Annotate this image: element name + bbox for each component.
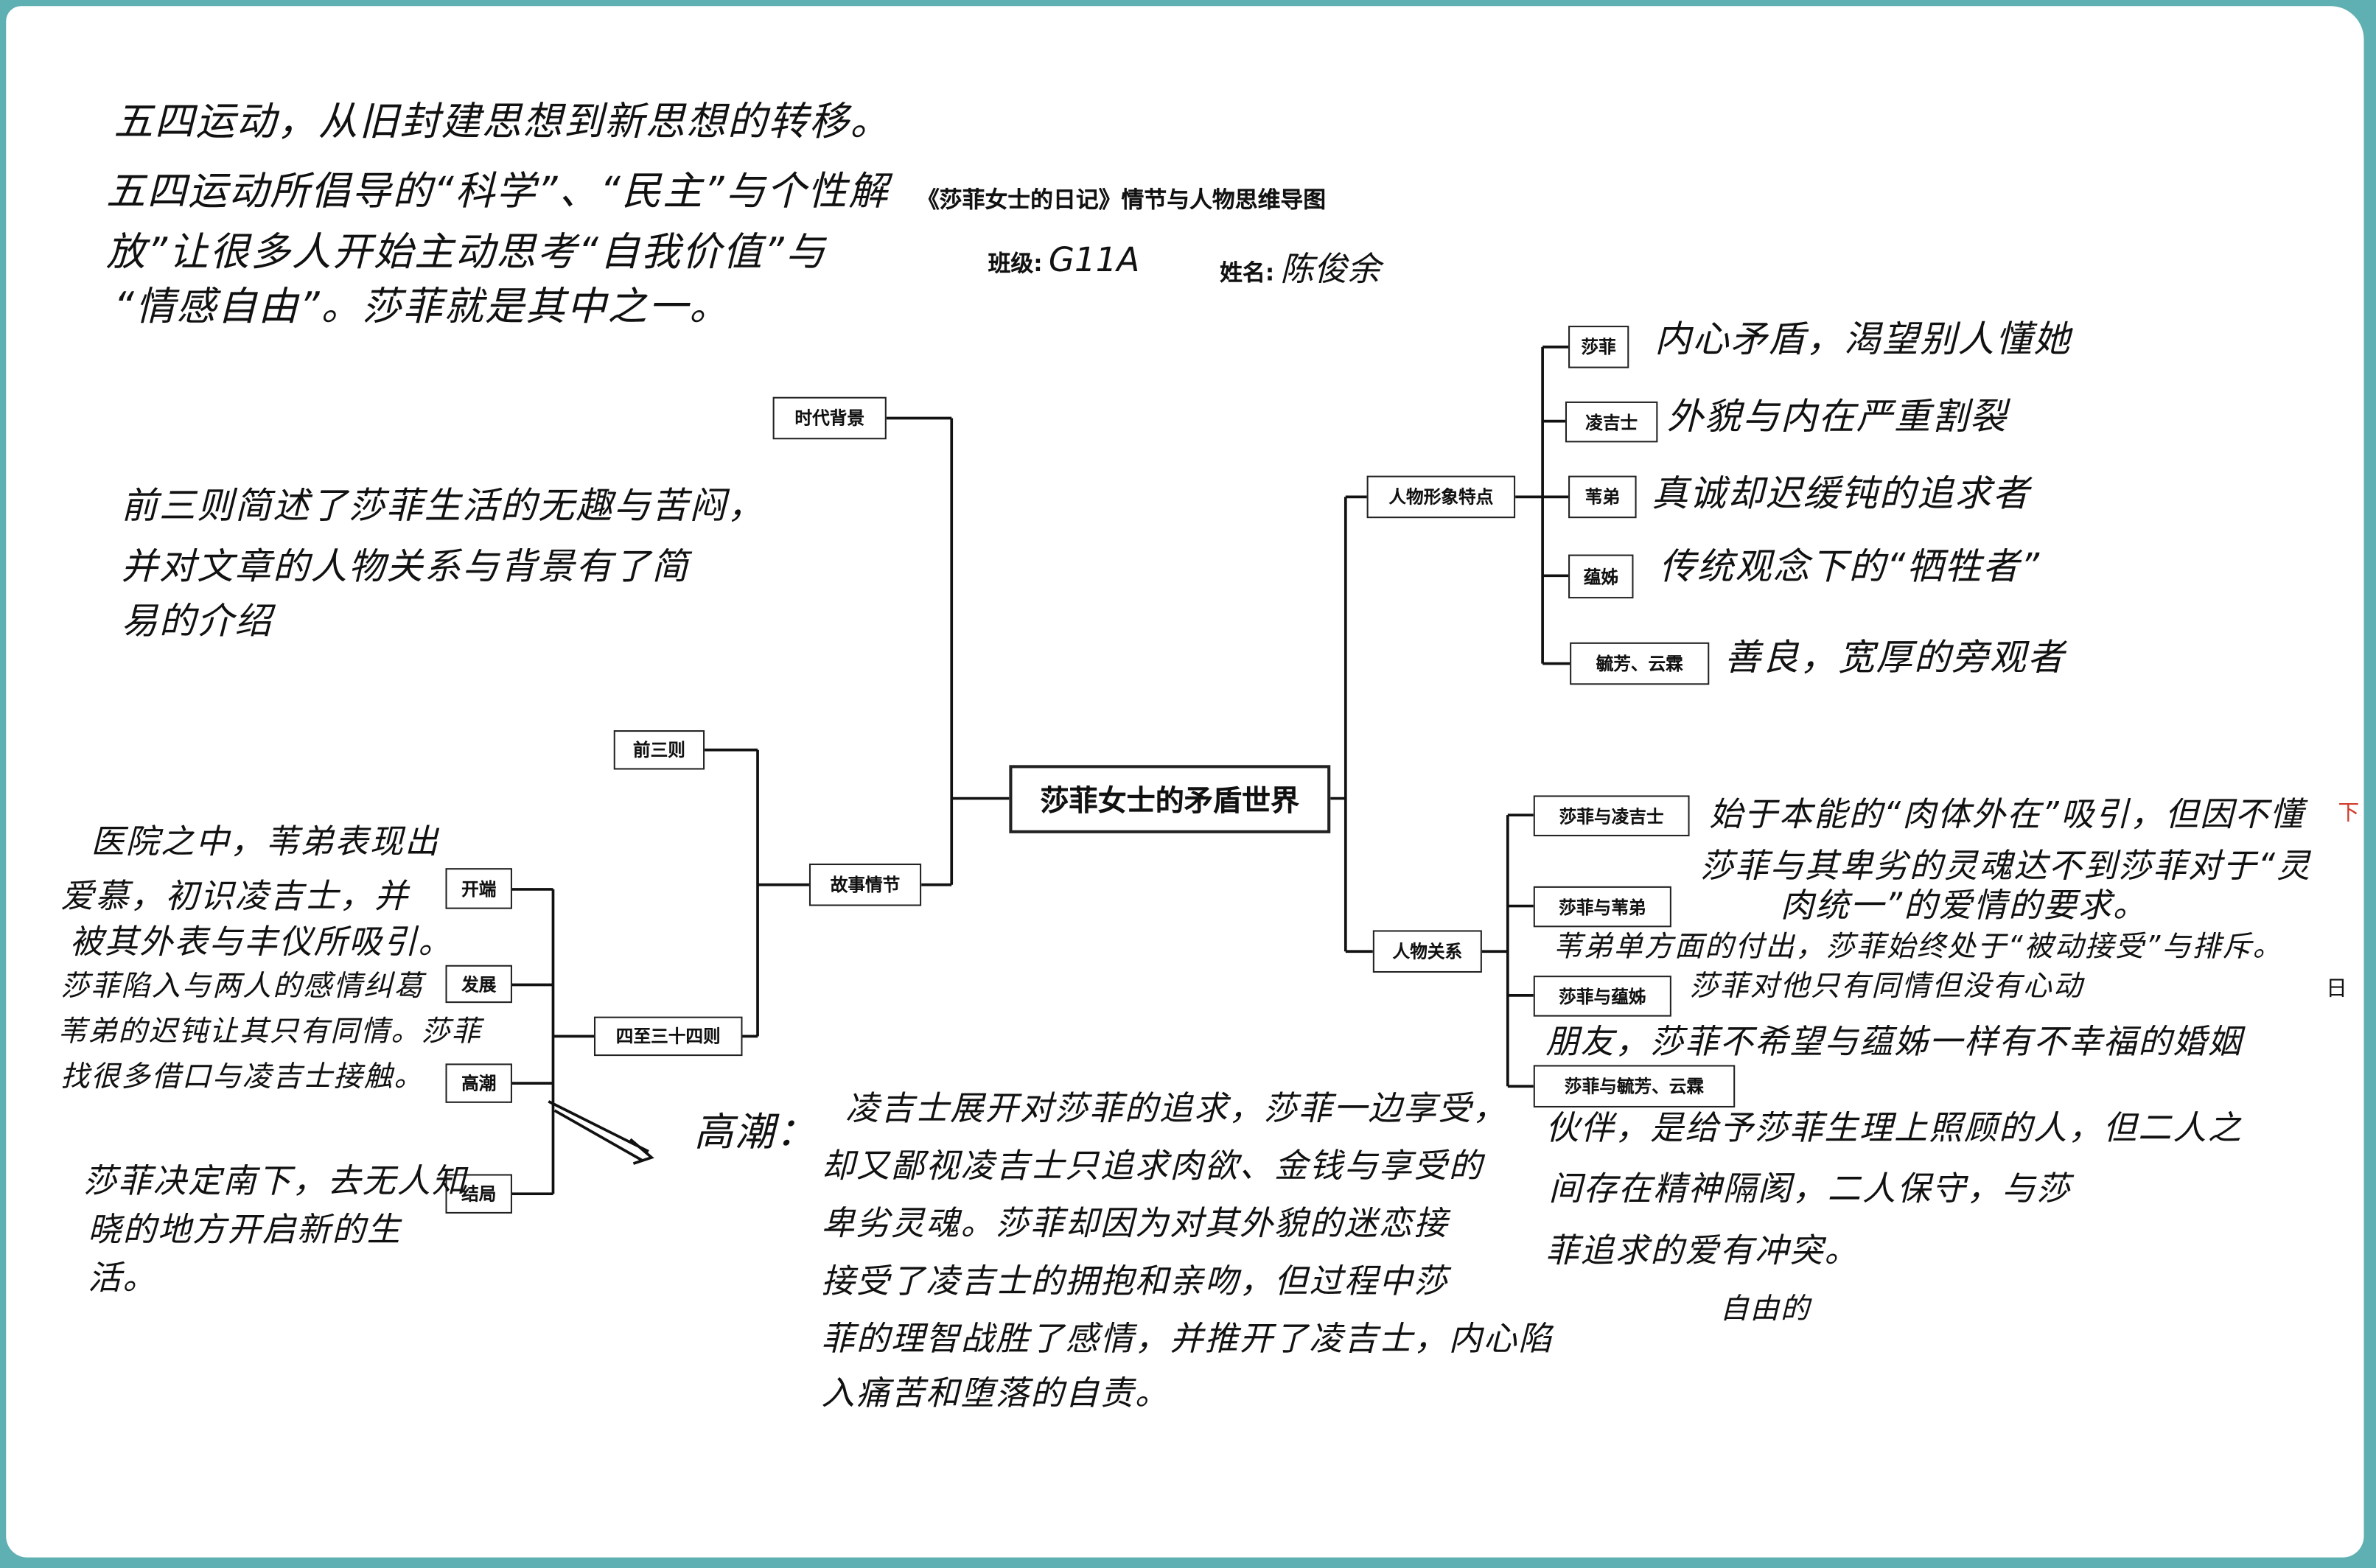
note-rel-ling: 莎菲与其卑劣的灵魂达不到莎菲对于“灵 xyxy=(1699,848,2312,886)
note-beginning: 被其外表与丰仪所吸引。 xyxy=(69,924,453,962)
note-climax: 菲的理智战胜了感情，并推开了凌吉士，内心陷 xyxy=(821,1320,1554,1359)
node-stage-ending: 结局 xyxy=(445,1174,512,1214)
note-ending: 莎菲决定南下，去无人知 xyxy=(83,1163,467,1202)
node-char-yufang-yunlin: 毓芳、云霖 xyxy=(1570,642,1710,685)
center-node: 莎菲女士的矛盾世界 xyxy=(1009,765,1331,833)
note-beginning: 医院之中，苇弟表现出 xyxy=(91,824,440,862)
node-stage-climax: 高潮 xyxy=(445,1063,512,1103)
node-traits: 人物形象特点 xyxy=(1366,475,1516,519)
note-climax-label: 高潮： xyxy=(693,1110,817,1156)
intro-line: 放”让很多人开始主动思考“自我价值”与 xyxy=(105,230,827,276)
note-climax: 卑劣灵魂。莎菲却因为对其外貌的迷恋接 xyxy=(821,1205,1449,1245)
node-rel-yun: 莎菲与蕴姊 xyxy=(1533,976,1671,1017)
note-first-three: 前三则简述了莎菲生活的无趣与苦闷， xyxy=(121,484,766,528)
arrow-climax xyxy=(548,1100,654,1165)
note-ending: 晓的地方开启新的生 xyxy=(88,1211,402,1250)
connector-stages xyxy=(511,888,594,1196)
node-plot: 故事情节 xyxy=(808,863,922,906)
node-rel-wei: 莎菲与苇弟 xyxy=(1533,886,1671,928)
name-value: 陈俊余 xyxy=(1280,251,1381,290)
name-label: 姓名: xyxy=(1220,259,1275,287)
connector-traits xyxy=(1515,345,1570,665)
note-rel-ling: 肉统一”的爱情的要求。 xyxy=(1780,887,2148,926)
note-rel-yu: 间存在精神隔阂，二人保守，与莎 xyxy=(1548,1171,2072,1209)
node-stage-development: 发展 xyxy=(445,965,512,1004)
note-development: 莎菲陷入与两人的感情纠葛 xyxy=(60,969,424,1004)
note-rel-yu-insert: 自由的 xyxy=(1719,1292,1811,1326)
note-development: 苇弟的迟钝让其只有同情。莎菲 xyxy=(57,1015,482,1049)
node-four-to-34: 四至三十四则 xyxy=(593,1016,743,1057)
note-first-three: 易的介绍 xyxy=(121,600,273,643)
note-beginning: 爱慕，初识凌吉士，并 xyxy=(60,878,410,917)
note-char-weidi: 真诚却迟缓钝的追求者 xyxy=(1652,472,2031,516)
class-field: 班级:G11A xyxy=(988,242,1140,280)
note-char-yunzi: 传统观念下的“牺牲者” xyxy=(1659,545,2041,588)
note-rel-yu: 伙伴，是给予莎菲生理上照顾的人，但二人之 xyxy=(1545,1110,2243,1149)
node-char-shafei: 莎菲 xyxy=(1568,326,1629,368)
note-char-yufang: 善良，宽厚的旁观者 xyxy=(1724,636,2066,679)
note-rel-yu: 菲追求的爱有冲突。 xyxy=(1545,1233,1859,1272)
note-first-three: 并对文章的人物关系与背景有了简 xyxy=(121,545,690,588)
note-climax: 却又鄙视凌吉士只追求肉欲、金钱与享受的 xyxy=(821,1148,1484,1186)
note-climax: 接受了凌吉士的拥抱和亲吻，但过程中莎 xyxy=(821,1263,1449,1302)
note-development: 找很多借口与凌吉士接触。 xyxy=(60,1060,424,1094)
connector-center-left xyxy=(886,416,1010,886)
note-char-lingjishi: 外貌与内在严重割裂 xyxy=(1666,395,2008,438)
intro-line: 五四运动所倡导的“科学”、“民主”与个性解 xyxy=(105,169,890,215)
node-char-lingjishi: 凌吉士 xyxy=(1565,401,1658,443)
note-climax: 凌吉士展开对莎菲的追求，莎菲一边享受， xyxy=(845,1091,1508,1129)
class-label: 班级: xyxy=(988,250,1043,278)
note-rel-wei: 苇弟单方面的付出，莎菲始终处于“被动接受”与排斥。 xyxy=(1553,930,2283,964)
note-char-shafei: 内心矛盾，渴望别人懂她 xyxy=(1655,318,2072,361)
note-rel-wei: 莎菲对他只有同情但没有心动 xyxy=(1689,969,2084,1004)
node-char-yunzi: 蕴姊 xyxy=(1568,554,1634,599)
intro-line: “情感自由”。莎菲就是其中之一。 xyxy=(113,284,730,331)
note-rel-yun: 朋友，莎菲不希望与蕴姊一样有不幸福的婚姻 xyxy=(1545,1023,2243,1063)
note-ending: 活。 xyxy=(88,1260,158,1299)
intro-line: 五四运动，从旧封建思想到新思想的转移。 xyxy=(113,99,892,146)
name-field: 姓名:陈俊余 xyxy=(1220,242,1380,291)
note-rel-ling: 始于本能的“肉体外在”吸引，但因不懂 xyxy=(1709,797,2305,835)
margin-mark: 日 xyxy=(2326,977,2347,1002)
node-rel-ling: 莎菲与凌吉士 xyxy=(1533,795,1690,836)
connector-relations xyxy=(1481,813,1534,1088)
note-climax: 入痛苦和堕落的自责。 xyxy=(821,1375,1170,1414)
node-first-three: 前三则 xyxy=(613,730,705,770)
connector-plot xyxy=(705,748,809,1038)
node-era: 时代背景 xyxy=(772,396,887,440)
node-char-weidi: 苇弟 xyxy=(1568,475,1637,519)
class-value: G11A xyxy=(1048,242,1140,281)
node-relations: 人物关系 xyxy=(1372,930,1482,973)
node-rel-yu: 莎菲与毓芳、云霖 xyxy=(1533,1065,1736,1108)
page-title: 《莎菲女士的日记》情节与人物思维导图 xyxy=(916,186,1327,214)
node-stage-beginning: 开端 xyxy=(445,868,512,909)
connector-center-right xyxy=(1330,495,1373,953)
margin-mark-red: 下 xyxy=(2338,801,2360,826)
